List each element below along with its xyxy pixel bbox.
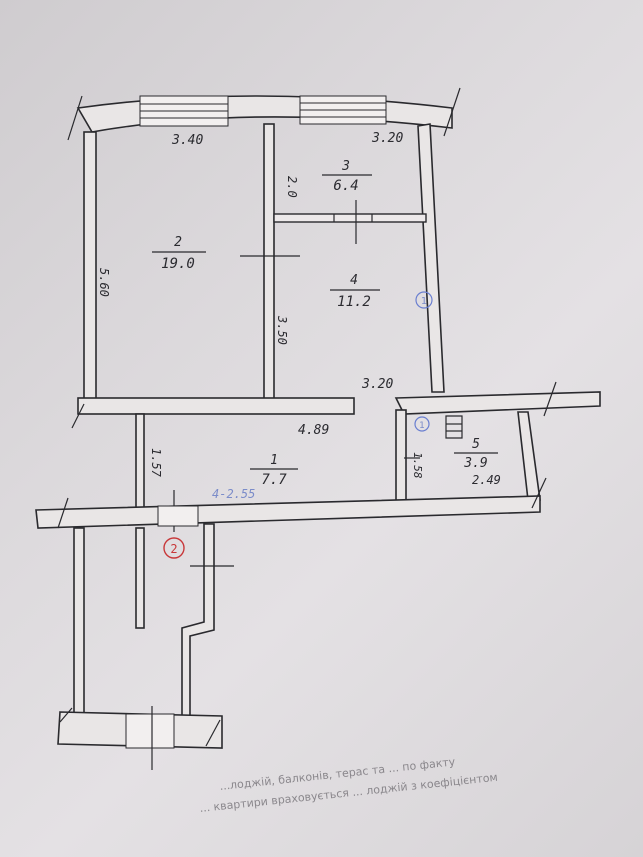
room5-left-wall (395, 409, 407, 503)
shaft-right-wall (181, 523, 215, 719)
dim-room3-height: 2.0 (285, 176, 299, 198)
room-2-area: 19.0 (161, 256, 195, 272)
dim-room5-width: 2.49 (472, 473, 501, 487)
top-windows (139, 95, 387, 127)
dim-bottom-width: 4.89 (298, 423, 329, 438)
marker-room5 (414, 416, 430, 432)
room-5: 5 3.9 (454, 437, 498, 471)
dim-corridor-height: 1.57 (149, 448, 163, 478)
room-3: 3 6.4 (322, 159, 372, 194)
dim-middle-height: 3.50 (275, 315, 289, 345)
marker-stair-label: 2 (170, 542, 177, 556)
room-4-area: 11.2 (337, 294, 371, 310)
room-3-area: 6.4 (333, 178, 358, 194)
room-4-number: 4 (350, 273, 358, 288)
dim-elevation: 4-2.55 (212, 487, 255, 501)
room-1-number: 1 (270, 453, 278, 468)
room-1: 1 7.7 (250, 453, 298, 488)
room-4: 4 11.2 (330, 273, 380, 310)
shaft-inner-wall (135, 527, 145, 629)
room5-right-wall (517, 411, 541, 501)
marker-room4-label: 1 (421, 296, 427, 307)
room-3-number: 3 (341, 159, 350, 174)
dim-room5-height: 1.58 (411, 452, 424, 479)
right-horizontal-wall (394, 391, 601, 415)
marker-room4 (415, 291, 433, 309)
dim-top-right: 3.20 (371, 131, 403, 146)
room-5-area: 3.9 (463, 456, 487, 471)
dim-top-left: 3.40 (171, 133, 203, 148)
corridor-left-wall (135, 413, 145, 511)
dim-middle-width: 3.20 (361, 377, 393, 392)
mid-horizontal-wall (77, 397, 355, 415)
room-1-area: 7.7 (261, 472, 287, 488)
right-wall (417, 123, 445, 393)
room-2: 2 19.0 (152, 235, 206, 272)
room5-stair (445, 415, 463, 439)
room-5-number: 5 (472, 437, 480, 452)
room-2-number: 2 (174, 235, 182, 250)
middle-wall (263, 123, 275, 401)
shaft-left-wall (73, 527, 85, 717)
marker-stair (163, 537, 185, 559)
long-horizontal-wall (35, 495, 541, 529)
left-wall (83, 131, 97, 409)
partition-3-4 (273, 213, 427, 223)
marker-room5-label: 1 (419, 421, 425, 431)
dim-left-height: 5.60 (97, 268, 111, 297)
